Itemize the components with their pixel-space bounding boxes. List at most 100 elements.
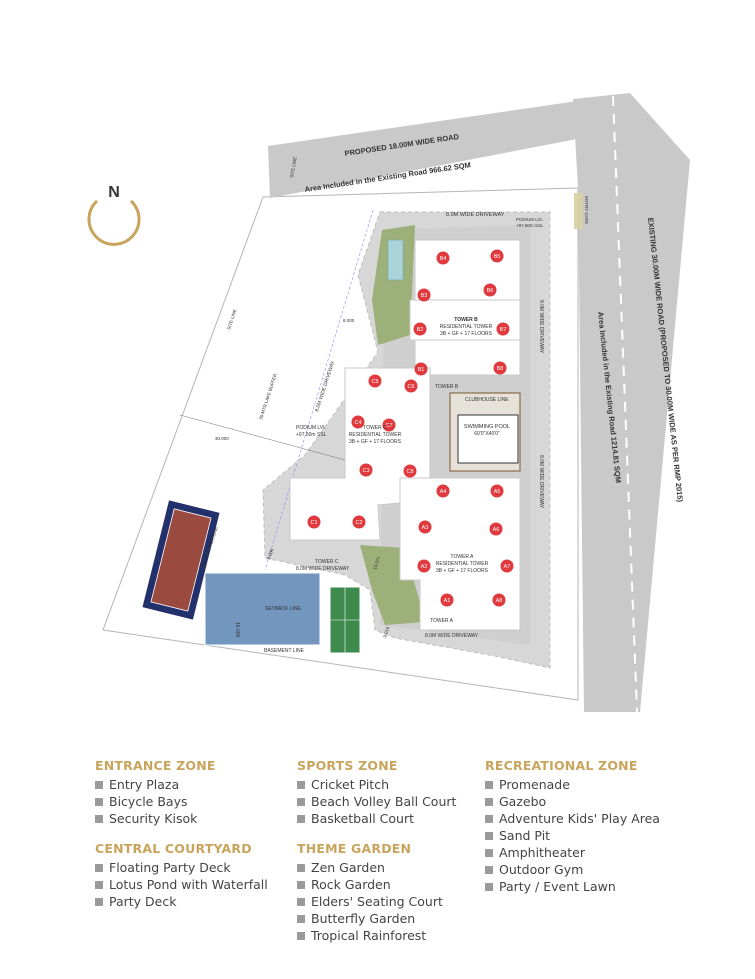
north-road: PROPOSED 18.00M WIDE ROAD Area Included … bbox=[268, 98, 598, 198]
driveway-bottom-c-label: 8.0M WIDE DRIVEWAY bbox=[296, 566, 350, 572]
unit-label-b4: B4 bbox=[440, 256, 447, 262]
tower-c-name: TOWER C bbox=[363, 425, 387, 431]
clubhouse bbox=[449, 392, 521, 472]
unit-marker-c1 bbox=[307, 515, 321, 529]
unit-label-a4: A4 bbox=[440, 489, 447, 495]
legend-item: Outdoor Gym bbox=[485, 861, 660, 878]
clubhouse-label: CLUBHOUSE LINE bbox=[465, 397, 509, 403]
unit-label-a2: A2 bbox=[421, 564, 428, 570]
legend-item: Security Kisok bbox=[95, 810, 268, 827]
legend-item: Beach Volley Ball Court bbox=[297, 793, 456, 810]
legend-sports-zone: SPORTS ZONE Cricket Pitch Beach Volley B… bbox=[297, 758, 456, 958]
tower-b-name: TOWER B bbox=[454, 317, 478, 323]
tower-a-tag: TOWER A bbox=[430, 618, 454, 624]
unit-marker-a6 bbox=[489, 522, 503, 536]
unit-label-c8: C8 bbox=[406, 469, 413, 475]
unit-marker-c3 bbox=[359, 463, 373, 477]
tower-a-type: RESIDENTIAL TOWER bbox=[436, 561, 489, 567]
unit-marker-a4 bbox=[436, 484, 450, 498]
tower-c-tag: TOWER C bbox=[315, 559, 339, 565]
site-master-plan: PROPOSED 18.00M WIDE ROAD Area Included … bbox=[87, 93, 690, 713]
legend-item: Cricket Pitch bbox=[297, 776, 456, 793]
legend-item: Lotus Pond with Waterfall bbox=[95, 876, 268, 893]
legend-list: Entry Plaza Bicycle Bays Security Kisok bbox=[95, 776, 268, 827]
driveway-bottom-label: 8.0M WIDE DRIVEWAY bbox=[425, 633, 479, 639]
basketball-court bbox=[204, 572, 321, 646]
setback-line-label: SETBACK LINE bbox=[265, 606, 302, 612]
site-boundary bbox=[102, 187, 579, 701]
unit-marker-a1 bbox=[440, 593, 454, 607]
unit-marker-b7 bbox=[496, 322, 510, 336]
tower-a-name: TOWER A bbox=[451, 554, 475, 560]
basement-line-label: BASEMENT LINE bbox=[264, 648, 305, 654]
entry-gate-label: ENTRY GATE bbox=[584, 196, 589, 224]
tower-c-floors: 3B + GF + 17 FLOORS bbox=[349, 439, 402, 445]
legend-item: Party Deck bbox=[95, 893, 268, 910]
sports-courts bbox=[142, 500, 361, 654]
legend-item: Sand Pit bbox=[485, 827, 660, 844]
legend-item: Amphitheater bbox=[485, 844, 660, 861]
driveway-top-label: 8.0M WIDE DRIVEWAY bbox=[446, 212, 505, 218]
legend-title: THEME GARDEN bbox=[297, 841, 412, 856]
unit-label-c5: C5 bbox=[371, 379, 378, 385]
site-line-left-label: SITE LINE bbox=[226, 309, 237, 331]
driveway-right-a-label: 8.0M WIDE DRIVEWAY bbox=[538, 455, 544, 509]
legend-item: Elders' Seating Court bbox=[297, 893, 456, 910]
unit-marker-c2 bbox=[352, 515, 366, 529]
tower-b-type: RESIDENTIAL TOWER bbox=[440, 324, 493, 330]
unit-label-c3: C3 bbox=[362, 468, 369, 474]
unit-label-c4: C4 bbox=[354, 420, 361, 426]
legend-list: Cricket Pitch Beach Volley Ball Court Ba… bbox=[297, 776, 456, 827]
podium-top-line2: +97.60m SSL bbox=[516, 223, 544, 228]
unit-marker-c8 bbox=[403, 464, 417, 478]
unit-label-a7: A7 bbox=[504, 564, 511, 570]
unit-label-a1: A1 bbox=[444, 598, 451, 604]
tower-c-type: RESIDENTIAL TOWER bbox=[349, 432, 402, 438]
site-line-top-label: SITE LINE bbox=[289, 156, 298, 178]
unit-marker-b2 bbox=[413, 322, 427, 336]
unit-marker-b1 bbox=[414, 362, 428, 376]
legend-title: CENTRAL COURTYARD bbox=[95, 841, 252, 856]
unit-marker-a2 bbox=[417, 559, 431, 573]
pool-name: SWIMMING POOL bbox=[464, 424, 510, 430]
unit-label-b6: B6 bbox=[487, 288, 494, 294]
legend-item: Promenade bbox=[485, 776, 660, 793]
driveway-right-b-label: 8.0M WIDE DRIVEWAY bbox=[538, 300, 544, 354]
unit-marker-b3 bbox=[417, 288, 431, 302]
unit-label-b1: B1 bbox=[418, 367, 425, 373]
legend-item: Floating Party Deck bbox=[95, 859, 268, 876]
legend-item: Gazebo bbox=[485, 793, 660, 810]
unit-marker-b5 bbox=[490, 249, 504, 263]
unit-label-b7: B7 bbox=[500, 327, 507, 333]
tower-a-floors: 3B + GF + 17 FLOORS bbox=[436, 568, 489, 574]
legend-item: Butterfly Garden bbox=[297, 910, 456, 927]
legend-item: Basketball Court bbox=[297, 810, 456, 827]
dim-30-label: 30.000 bbox=[215, 436, 229, 441]
unit-marker-c7 bbox=[382, 418, 396, 432]
unit-marker-c4 bbox=[351, 415, 365, 429]
unit-marker-a3 bbox=[418, 520, 432, 534]
unit-marker-a7 bbox=[500, 559, 514, 573]
buffer-lines bbox=[179, 209, 374, 571]
legend-item: Party / Event Lawn bbox=[485, 878, 660, 895]
unit-label-c6: C6 bbox=[407, 384, 414, 390]
legend-item: Adventure Kids' Play Area bbox=[485, 810, 660, 827]
water-feature bbox=[387, 239, 404, 281]
unit-label-a8: A8 bbox=[496, 598, 503, 604]
compass-label: N bbox=[108, 184, 120, 201]
unit-label-c2: C2 bbox=[355, 520, 362, 526]
legend-title: SPORTS ZONE bbox=[297, 758, 398, 773]
east-road: EXISTING 30.00M WIDE ROAD (PROPOSED TO 3… bbox=[573, 93, 690, 713]
unit-label-b2: B2 bbox=[417, 327, 424, 333]
legend-item: Tropical Rainforest bbox=[297, 927, 456, 944]
north-compass: N bbox=[87, 184, 141, 246]
lake-buffer-label: 30 MTR LAKE BUFFER bbox=[258, 372, 278, 420]
unit-marker-c5 bbox=[368, 374, 382, 388]
podium-left-line2: +97.60m SSL bbox=[296, 432, 327, 438]
legend-list: Floating Party Deck Lotus Pond with Wate… bbox=[95, 859, 268, 910]
unit-label-a6: A6 bbox=[493, 527, 500, 533]
unit-marker-a5 bbox=[490, 484, 504, 498]
unit-label-a3: A3 bbox=[422, 525, 429, 531]
unit-marker-c6 bbox=[404, 379, 418, 393]
